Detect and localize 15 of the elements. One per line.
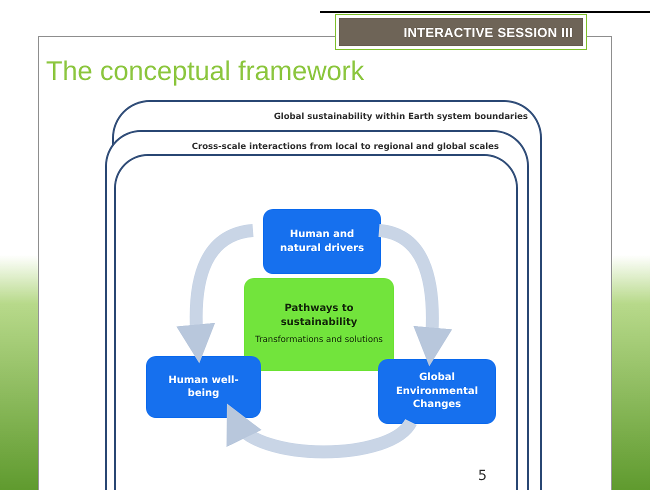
box-title: Global Environmental Changes (394, 371, 480, 412)
box-title: Pathways to sustainability (280, 302, 358, 330)
process-box (263, 209, 381, 274)
process-box (146, 356, 261, 418)
band-label: Global sustainability within Earth system boundaries (274, 112, 528, 122)
center-box (244, 278, 394, 371)
box-title: Human and natural drivers (278, 228, 366, 255)
session-label: INTERACTIVE SESSION III (339, 18, 583, 46)
box-subtitle: Transformations and solutions (255, 335, 383, 347)
page-number: 5 (478, 468, 487, 484)
box-title: Human well-being (167, 374, 240, 400)
curved-arrow (224, 406, 416, 458)
band-label: Cross-scale interactions from local to regional and global scales (192, 142, 499, 152)
process-box (378, 359, 496, 424)
slide-title: The conceptual framework (46, 56, 364, 87)
